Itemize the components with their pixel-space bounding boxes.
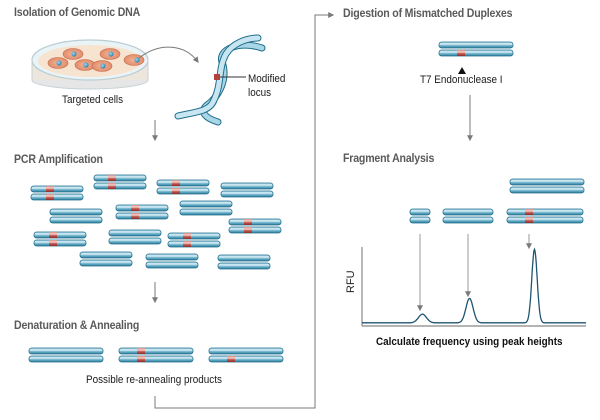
pcr-duplex [79, 251, 133, 267]
mutation-marker [525, 217, 533, 223]
y-axis-label: RFU [345, 270, 357, 293]
pcr-duplex [179, 200, 233, 216]
mutation-marker [183, 233, 191, 239]
modified-locus-marker [214, 74, 220, 80]
mutation-marker [137, 348, 145, 354]
pcr-duplex [33, 231, 87, 247]
homoduplex-wildtype [28, 347, 104, 363]
t7-endonuclease-label: T7 Endonuclease I [420, 74, 503, 86]
pcr-duplex [49, 208, 103, 224]
isolation-heading: Isolation of Genomic DNA [14, 7, 141, 19]
cells-group [47, 48, 145, 72]
pcr-duplex [217, 254, 271, 270]
mutation-marker [46, 194, 54, 200]
mutation-marker [525, 209, 533, 215]
pcr-duplex [93, 174, 147, 190]
uncleaved-homoduplex [509, 178, 585, 194]
pcr-duplex [167, 232, 221, 248]
denaturation-heading: Denaturation & Annealing [14, 320, 140, 332]
heteroduplex-digestion [438, 41, 514, 57]
cell-icon [91, 60, 113, 72]
cell-icon [47, 57, 69, 69]
mutation-marker [108, 183, 116, 189]
mutation-marker [49, 232, 57, 238]
mutation-marker [172, 188, 180, 194]
mutation-marker [46, 186, 54, 192]
chart-caption: Calculate frequency using peak heights [376, 336, 563, 348]
reannealing-products-label: Possible re-annealing products [86, 374, 222, 386]
mutation-marker [131, 213, 139, 219]
long-fragment [442, 208, 494, 224]
targeted-cells-label: Targeted cells [62, 94, 124, 106]
short-fragment [409, 208, 431, 224]
pcr-duplex [156, 179, 210, 195]
cleavage-site-icon [458, 67, 466, 74]
mutation-marker [244, 227, 252, 233]
mutation-marker [244, 219, 252, 225]
mutation-marker [227, 356, 235, 362]
modified-locus-label-line2: locus [248, 87, 272, 99]
mutation-marker [137, 356, 145, 362]
dna-duplex-group [28, 41, 585, 363]
pcr-duplex [30, 185, 84, 201]
cell-icon [62, 48, 84, 60]
flow-connector-to-digestion [154, 12, 335, 409]
pcr-duplex [115, 204, 169, 220]
uncleaved-modified-duplex [506, 208, 584, 224]
pcr-duplex [220, 182, 274, 198]
pcr-duplex [108, 229, 162, 245]
electropherogram-chart: RFU [345, 247, 586, 327]
cell-icon [123, 54, 145, 66]
mutation-marker [108, 175, 116, 181]
modified-locus-label-line1: Modified [248, 73, 286, 85]
cell-to-dna-arrow [138, 46, 199, 63]
homoduplex-modified [118, 347, 194, 363]
pcr-duplex [228, 218, 282, 234]
pcr-duplex [145, 253, 199, 269]
mutation-marker [49, 240, 57, 246]
mutation-marker [457, 50, 465, 56]
dna-helix-icon [174, 34, 266, 126]
pcr-heading: PCR Amplification [14, 154, 103, 166]
mutation-marker [131, 205, 139, 211]
rfu-trace [362, 247, 586, 324]
digestion-heading: Digestion of Mismatched Duplexes [343, 8, 513, 20]
mutation-marker [172, 180, 180, 186]
mutation-marker [183, 241, 191, 247]
heteroduplex-mismatch [208, 347, 284, 363]
fragment-heading: Fragment Analysis [343, 153, 435, 165]
cell-icon [99, 48, 121, 60]
